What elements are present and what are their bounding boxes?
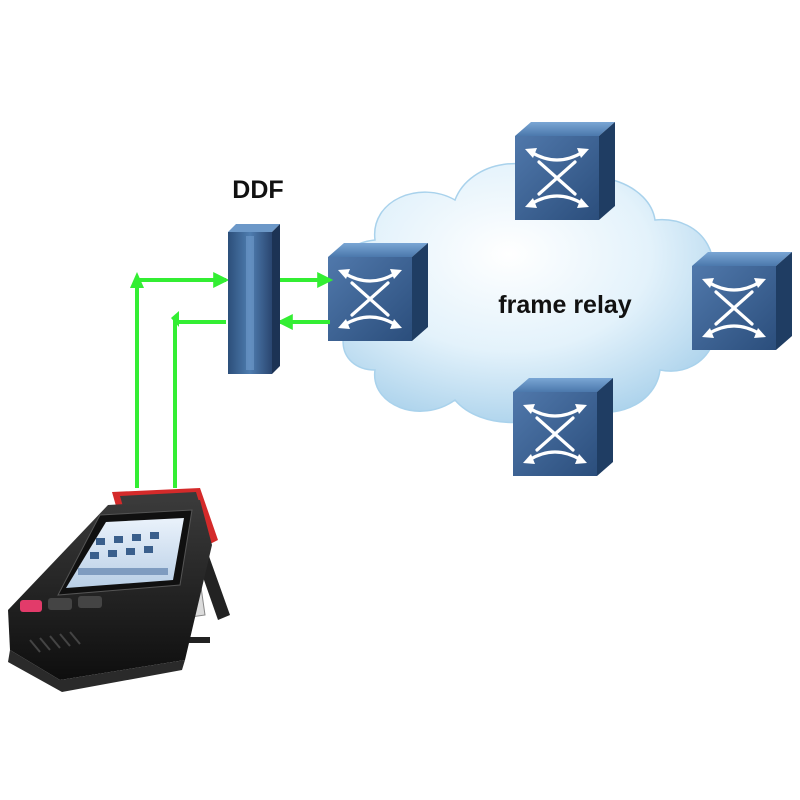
ddf-panel-icon — [228, 224, 280, 374]
router-switch-icon — [513, 120, 617, 222]
router-switch-icon — [690, 250, 794, 352]
router-switch-icon — [511, 376, 615, 478]
router-switch-icon — [326, 241, 430, 343]
frame-relay-label: frame relay — [498, 291, 632, 319]
link-tester-to-ddf — [135, 272, 230, 488]
link-arrowheads — [130, 272, 179, 327]
handheld-tester-icon — [8, 488, 230, 692]
link-ddf-to-tester — [173, 320, 226, 488]
ddf-label: DDF — [232, 176, 283, 204]
